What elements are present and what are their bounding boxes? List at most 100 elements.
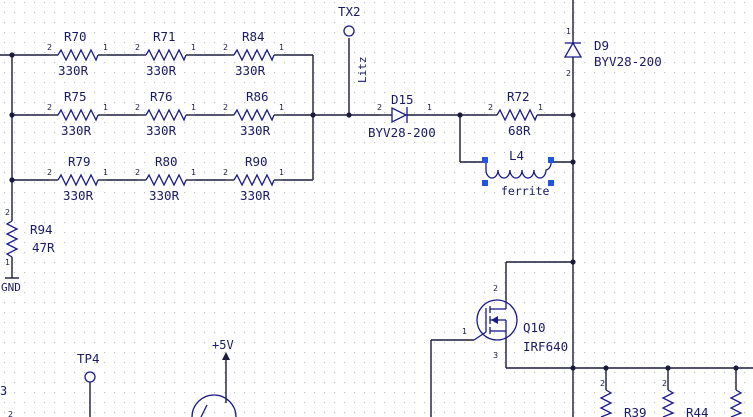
pin-label: 2 <box>135 103 140 112</box>
value-label: 330R <box>58 63 89 78</box>
pin-label: 2 <box>223 103 228 112</box>
ref-label: Q10 <box>523 320 546 335</box>
value-label: 330R <box>235 63 266 78</box>
pin-label: 2 <box>493 284 498 293</box>
pin-label: 2 <box>488 103 493 112</box>
pin-label: 2 <box>47 168 52 177</box>
ref-label: D15 <box>391 92 414 107</box>
selection-handle[interactable] <box>482 157 488 163</box>
resistor-r80[interactable]: 2 1 R80 330R <box>135 154 196 203</box>
value-label: 330R <box>149 188 180 203</box>
resistor-r72[interactable]: 2 1 R72 68R <box>488 89 543 138</box>
resistor-r44[interactable]: 2 R44 <box>661 379 709 417</box>
pin-label: 2 <box>600 379 605 388</box>
ref-label: R71 <box>153 29 176 44</box>
ref-label: R72 <box>507 89 530 104</box>
resistor-r94[interactable]: 2 1 R94 47R <box>5 208 55 267</box>
power-5v[interactable]: +5V <box>191 338 237 417</box>
resistor-r79[interactable]: 2 1 R79 330R <box>47 154 108 203</box>
selection-handle[interactable] <box>548 180 554 186</box>
resistor-r76[interactable]: 2 1 R76 330R <box>135 89 196 138</box>
pin-label: 1 <box>279 103 284 112</box>
value-label: 330R <box>240 123 271 138</box>
power-label: +5V <box>212 338 234 352</box>
resistor-r71[interactable]: 2 1 R71 330R <box>135 29 196 78</box>
ref-label: R79 <box>68 154 91 169</box>
pin-label: 1 <box>103 168 108 177</box>
ref-label: R70 <box>64 29 87 44</box>
pin-label: 1 <box>5 258 10 267</box>
value-label: BYV28-200 <box>594 54 662 69</box>
resistor-r86[interactable]: 2 1 R86 330R <box>223 89 284 138</box>
pin-label: 1 <box>279 43 284 52</box>
resistor-r90[interactable]: 2 1 R90 330R <box>223 154 284 203</box>
pin-label: 1 <box>191 43 196 52</box>
edge-pin-fragment: 2 <box>8 410 13 417</box>
pin-label: 1 <box>191 168 196 177</box>
pin-label: 1 <box>462 327 467 336</box>
pin-label: 1 <box>279 168 284 177</box>
pin-label: 2 <box>223 168 228 177</box>
testpoint-tp4[interactable]: TP4 <box>77 351 100 383</box>
value-label: 330R <box>146 123 177 138</box>
resistor-r39[interactable]: 2 R39 <box>599 379 647 417</box>
ref-label: L4 <box>509 148 524 163</box>
selection-handle[interactable] <box>482 180 488 186</box>
value-label: 330R <box>61 123 92 138</box>
value-label: IRF640 <box>523 339 568 354</box>
pin-label: 2 <box>5 208 10 217</box>
ref-label: R94 <box>30 222 53 237</box>
mosfet-q10[interactable]: 2 1 3 Q10 IRF640 <box>462 284 568 360</box>
ref-label: R76 <box>150 89 173 104</box>
ref-label: R75 <box>64 89 87 104</box>
value-label: ferrite <box>501 184 550 198</box>
ref-label: R39 <box>624 405 647 417</box>
inductor-l4[interactable]: L4 ferrite <box>482 148 554 198</box>
pin-label: 2 <box>662 379 667 388</box>
selection-handle[interactable] <box>548 157 554 163</box>
ref-label: R90 <box>245 154 268 169</box>
ref-label: R80 <box>155 154 178 169</box>
pin-label: 1 <box>538 103 543 112</box>
pin-label: 1 <box>103 43 108 52</box>
resistor-r70[interactable]: 2 1 R70 330R <box>47 29 108 78</box>
ground-symbol: GND <box>1 277 21 294</box>
ground-label: GND <box>1 281 21 294</box>
value-label: 330R <box>63 188 94 203</box>
resistor-r75[interactable]: 2 1 R75 330R <box>47 89 108 138</box>
ref-label: R86 <box>246 89 269 104</box>
ref-label: TX2 <box>338 4 361 19</box>
pin-label: 1 <box>103 103 108 112</box>
diode-d9[interactable]: 1 2 D9 BYV28-200 <box>563 27 662 78</box>
resistor-r84[interactable]: 2 1 R84 330R <box>223 29 284 78</box>
ref-label: R44 <box>686 405 709 417</box>
value-label: 330R <box>146 63 177 78</box>
value-label: BYV28-200 <box>368 125 436 140</box>
resistor-partial-right[interactable] <box>729 389 743 417</box>
pin-label: 2 <box>135 43 140 52</box>
pin-label: 2 <box>135 168 140 177</box>
value-label: 330R <box>240 188 271 203</box>
testpoint-tx2[interactable]: TX2 Litz <box>338 4 369 83</box>
ref-label: D9 <box>594 38 609 53</box>
pin-label: 2 <box>223 43 228 52</box>
ref-label: TP4 <box>77 351 100 366</box>
value-label: 47R <box>32 240 55 255</box>
pin-label: 1 <box>566 27 571 36</box>
pin-label: 1 <box>427 103 432 112</box>
value-label: 68R <box>508 123 531 138</box>
diode-d15[interactable]: 2 1 D15 BYV28-200 <box>368 92 436 140</box>
pin-label: 2 <box>566 69 571 78</box>
net-label: Litz <box>356 57 369 84</box>
ref-label: R84 <box>242 29 265 44</box>
pin-label: 2 <box>47 103 52 112</box>
pin-label: 1 <box>191 103 196 112</box>
pin-label: 2 <box>377 103 382 112</box>
junctions <box>9 52 739 371</box>
pin-label: 2 <box>47 43 52 52</box>
pin-label: 3 <box>493 351 498 360</box>
